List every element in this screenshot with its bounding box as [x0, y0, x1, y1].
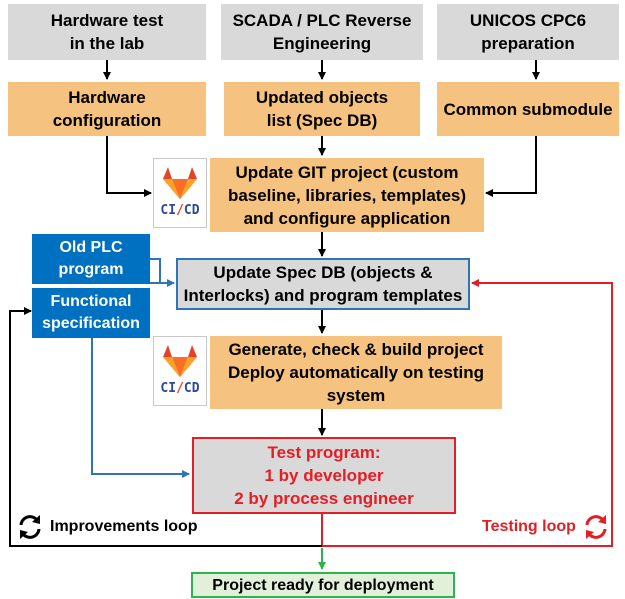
hardware-test-box: Hardware test in the lab — [8, 4, 206, 60]
old-plc-box: Old PLC program — [32, 234, 150, 284]
generate-build-box: Generate, check & build project Deploy a… — [210, 336, 502, 409]
testing-loop-label: Testing loop — [482, 514, 610, 540]
cicd-text: CI/CD — [160, 381, 200, 396]
arrow-hwconfig-to-git — [106, 136, 152, 197]
functional-spec-box: Functional specification — [32, 288, 150, 338]
arrow-improvements-loop — [9, 307, 322, 547]
project-ready-box: Project ready for deployment — [191, 572, 455, 598]
arrow-funcspec-to-test — [91, 338, 190, 478]
scada-plc-box: SCADA / PLC Reverse Engineering — [221, 4, 423, 60]
hardware-config-box: Hardware configuration — [8, 82, 206, 136]
arrow-testing-loop — [321, 279, 613, 547]
common-submodule-box: Common submodule — [437, 82, 619, 136]
arrow-oldplc-to-spec — [150, 258, 175, 287]
update-spec-box: Update Spec DB (objects & Interlocks) an… — [176, 258, 470, 310]
improvements-loop-label: Improvements loop — [16, 514, 198, 540]
test-program-box: Test program: 1 by developer 2 by proces… — [192, 437, 456, 514]
gitlab-fox-icon — [163, 167, 197, 199]
cicd-text: CI/CD — [160, 203, 200, 218]
refresh-icon — [19, 515, 41, 539]
refresh-icon — [585, 515, 607, 539]
unicos-box: UNICOS CPC6 preparation — [437, 4, 619, 60]
update-git-box: Update GIT project (custom baseline, lib… — [210, 158, 484, 232]
gitlab-fox-icon — [163, 345, 197, 377]
arrow-submodule-to-git — [485, 136, 537, 197]
updated-objects-box: Updated objects list (Spec DB) — [224, 82, 420, 136]
gitlab-cicd-logo-top: CI/CD — [153, 158, 207, 228]
gitlab-cicd-logo-bottom: CI/CD — [153, 336, 207, 406]
